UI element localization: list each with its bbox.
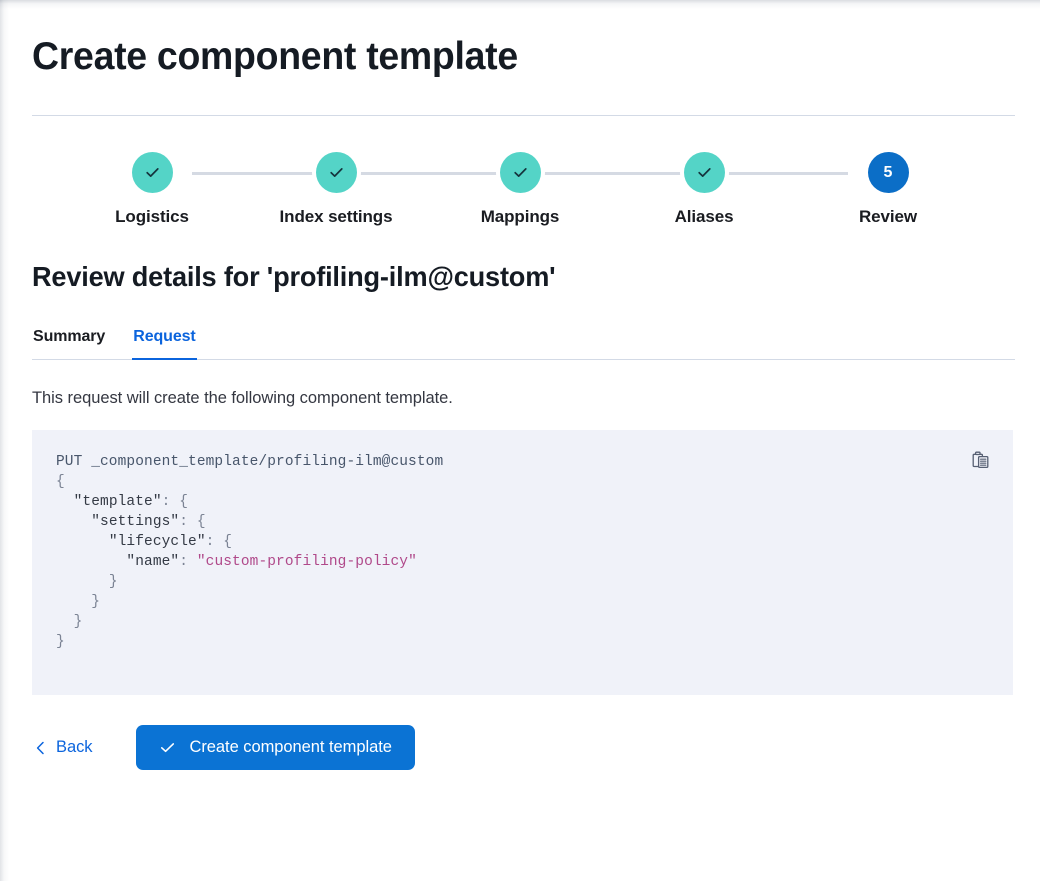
footer-actions: Back Create component template (32, 725, 1015, 770)
step-aliases[interactable]: Aliases (614, 152, 794, 227)
check-icon (144, 164, 161, 181)
step-index-settings[interactable]: Index settings (246, 152, 426, 227)
check-icon (696, 164, 713, 181)
request-code-block: PUT _component_template/profiling-ilm@cu… (32, 430, 1013, 695)
flyout-header: Create component template (0, 0, 1040, 80)
step-logistics-label: Logistics (115, 207, 189, 226)
review-heading: Review details for 'profiling-ilm@custom… (32, 261, 556, 292)
step-review-indicator: 5 (867, 152, 909, 193)
check-icon (328, 164, 345, 181)
step-logistics-indicator (131, 152, 173, 193)
header-divider (32, 115, 1015, 116)
tab-summary[interactable]: Summary (32, 322, 106, 359)
step-mappings-label: Mappings (480, 207, 560, 226)
step-logistics[interactable]: Logistics (62, 152, 242, 227)
step-aliases-label: Aliases (674, 207, 734, 226)
step-review[interactable]: 5 Review (798, 152, 978, 227)
step-review-label: Review (859, 207, 917, 226)
step-indicator: Logistics Index settings (0, 152, 1040, 242)
create-component-template-button[interactable]: Create component template (136, 725, 415, 770)
request-description: This request will create the following c… (32, 389, 453, 407)
step-index-settings-indicator (315, 152, 357, 193)
step-review-number: 5 (883, 163, 893, 181)
tab-request[interactable]: Request (132, 322, 198, 360)
request-method-line: PUT _component_template/profiling-ilm@cu… (56, 454, 444, 470)
copy-to-clipboard-button[interactable] (965, 444, 997, 476)
step-mappings-indicator (499, 152, 541, 193)
back-button[interactable]: Back (32, 734, 94, 761)
review-tabs: Summary Request (32, 322, 1015, 360)
chevron-left-icon (34, 740, 47, 756)
policy-name-value: "custom-profiling-policy" (196, 554, 417, 570)
request-code-text: PUT _component_template/profiling-ilm@cu… (56, 454, 444, 650)
page-title: Create component template (32, 35, 518, 78)
step-index-settings-label: Index settings (279, 207, 393, 226)
clipboard-icon (971, 450, 991, 470)
check-icon (512, 164, 529, 181)
step-mappings[interactable]: Mappings (430, 152, 610, 227)
back-button-label: Back (56, 738, 93, 756)
step-aliases-indicator (683, 152, 725, 193)
flyout-body: Review details for 'profiling-ilm@custom… (0, 260, 1040, 770)
create-component-template-button-label: Create component template (189, 738, 392, 756)
check-icon (159, 739, 176, 756)
